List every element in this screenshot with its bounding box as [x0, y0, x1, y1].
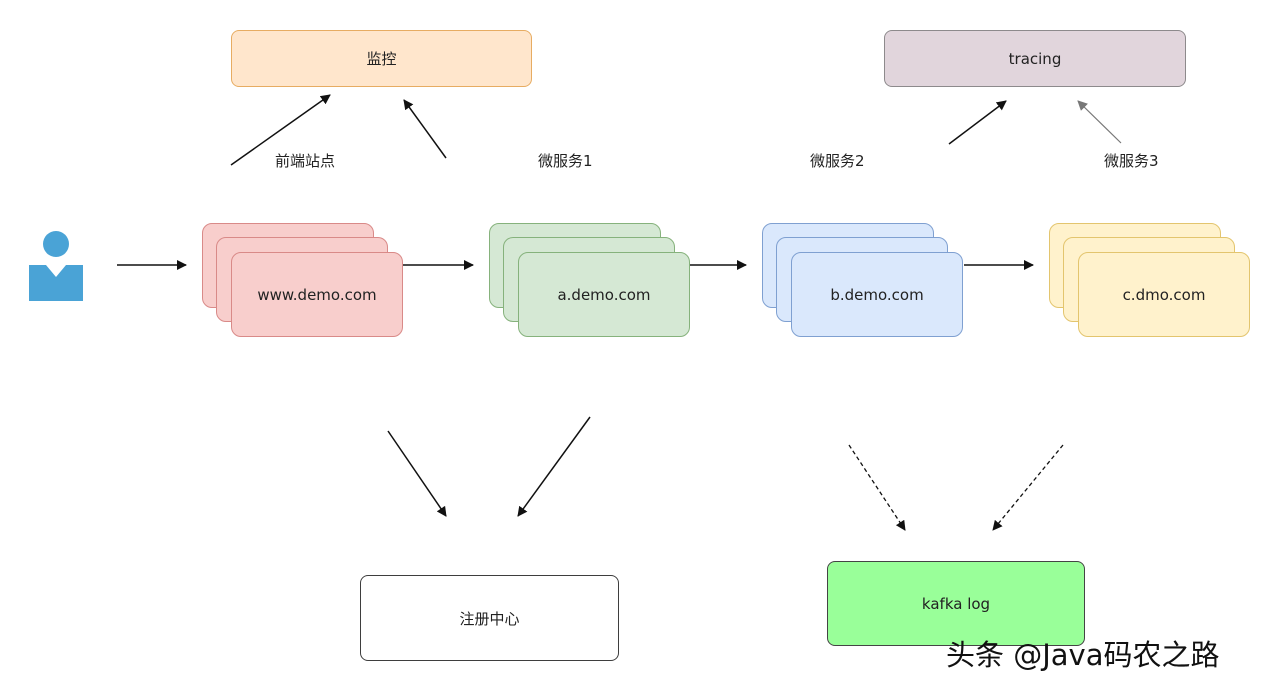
watermark: 头条 @Java码农之路: [946, 638, 1220, 672]
tracing-box: tracing: [884, 30, 1186, 87]
svc3-host: c.dmo.com: [1122, 285, 1206, 304]
arrow-svc3-to-kafka: [992, 444, 1064, 531]
service-label-svc2: 微服务2: [810, 152, 865, 170]
service-label-frontend: 前端站点: [275, 152, 336, 170]
kafka-box: kafka log: [827, 561, 1085, 646]
arrow-svc3-to-tracing: [1077, 100, 1122, 144]
kafka-label: kafka log: [921, 594, 991, 613]
frontend-host: www.demo.com: [257, 285, 377, 304]
monitor-label: 监控: [366, 50, 397, 68]
frontend-card: www.demo.com: [231, 252, 403, 337]
user-icon: [29, 231, 83, 301]
arrow-svc2-to-tracing: [948, 100, 1007, 145]
service-label-svc3: 微服务3: [1104, 152, 1159, 170]
svc1-host: a.demo.com: [557, 285, 651, 304]
tracing-label: tracing: [1008, 49, 1062, 68]
svc3-card: c.dmo.com: [1078, 252, 1250, 337]
service-label-svc1: 微服务1: [538, 152, 593, 170]
svc2-card: b.demo.com: [791, 252, 963, 337]
monitor-box: 监控: [231, 30, 532, 87]
arrow-svc1-to-registry: [517, 416, 591, 517]
svc2-host: b.demo.com: [830, 285, 924, 304]
registry-label: 注册中心: [459, 609, 520, 628]
registry-box: 注册中心: [360, 575, 619, 661]
arrow-svc2-to-kafka: [848, 444, 906, 531]
arrow-svc1-to-monitor: [403, 99, 447, 159]
svc1-card: a.demo.com: [518, 252, 690, 337]
arrow-frontend-to-registry: [387, 430, 447, 517]
